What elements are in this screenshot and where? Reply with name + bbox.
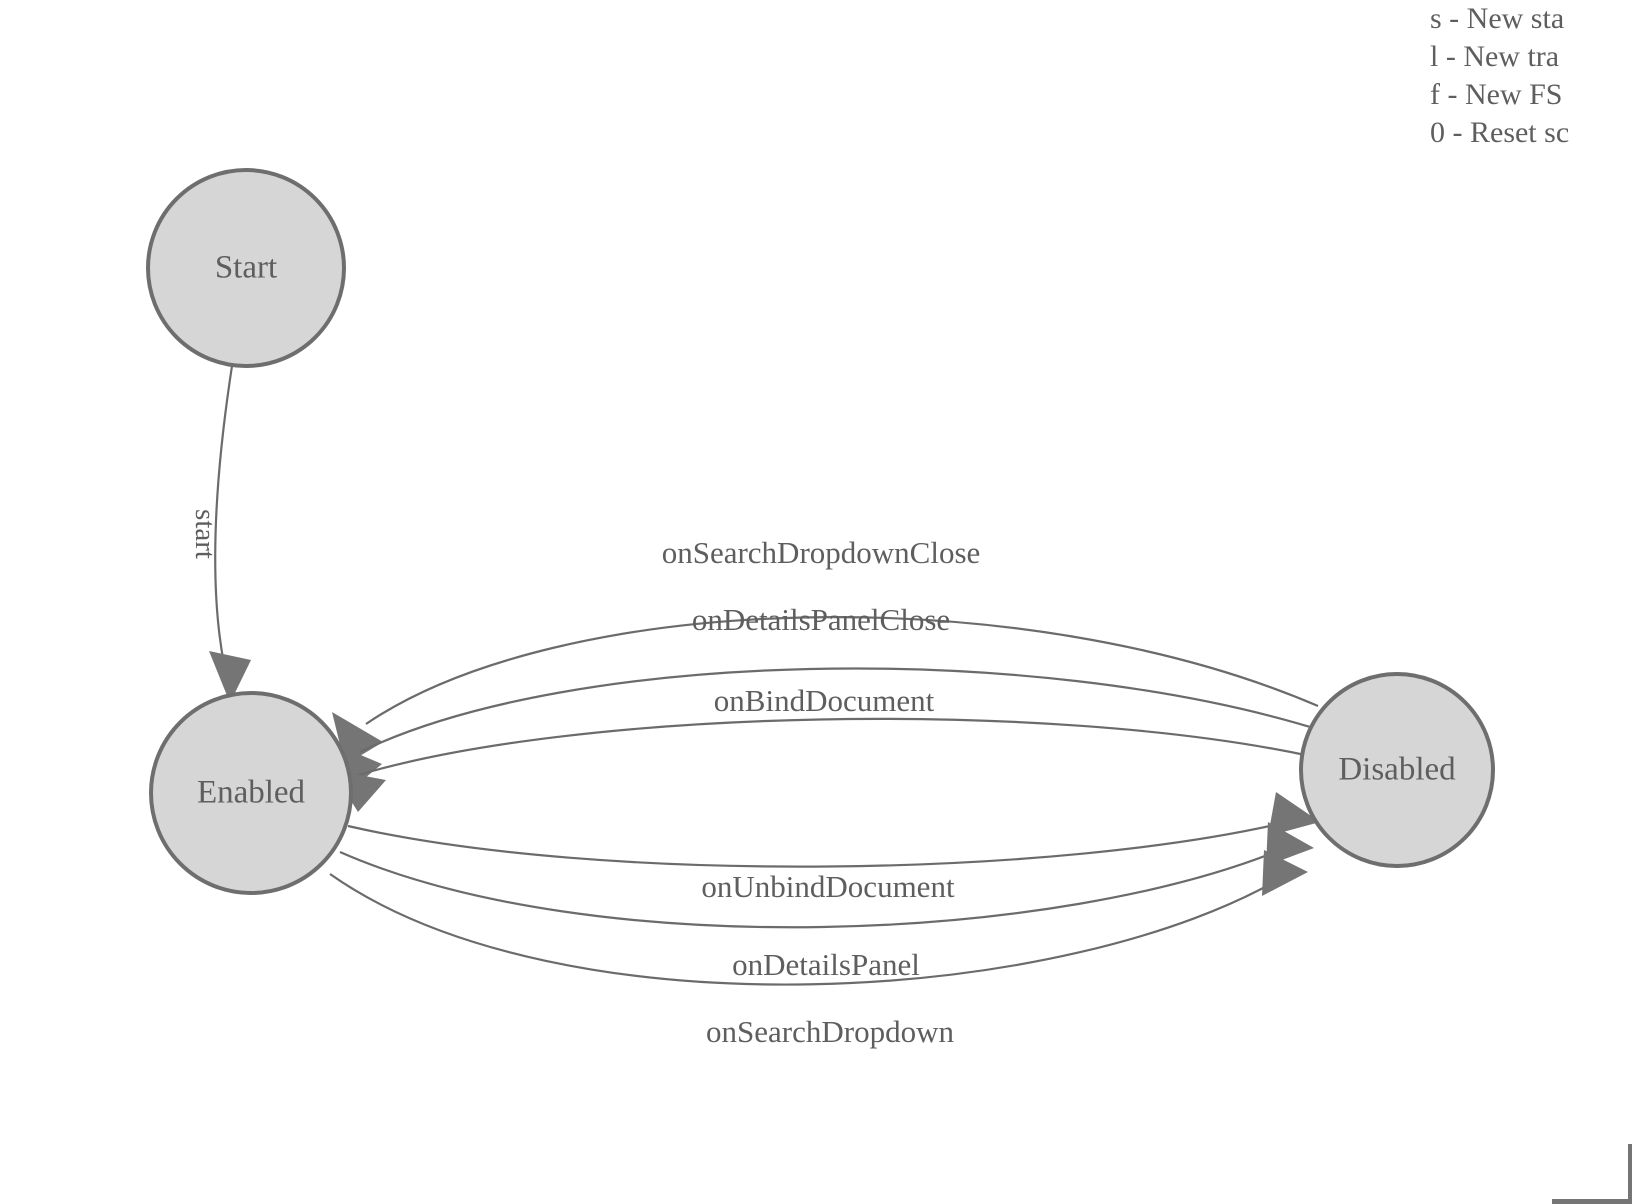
transition-on-search-dropdown[interactable]: onSearchDropdown (329, 850, 1308, 1049)
transition-on-details-panel[interactable]: onDetailsPanel (339, 822, 1314, 982)
edge-path-on-unbind-document (347, 818, 1297, 868)
edge-label-on-details-panel-close: onDetailsPanelClose (692, 602, 950, 637)
edge-path-on-details-panel-close (359, 667, 1321, 753)
state-node-disabled[interactable]: Disabled (1299, 672, 1495, 868)
legend-line-new-fsm: f - New FS (1430, 78, 1563, 111)
edge-path-on-search-dropdown-close (365, 616, 1319, 725)
edge-label-start: start (189, 509, 221, 559)
state-label-start: Start (215, 250, 277, 286)
transition-on-bind-document[interactable]: onBindDocument (332, 683, 1311, 812)
state-label-disabled: Disabled (1338, 752, 1456, 788)
transition-start[interactable]: start (189, 365, 251, 703)
legend-line-new-state: s - New sta (1430, 2, 1565, 35)
edge-path-on-search-dropdown (329, 873, 1289, 986)
edge-label-on-unbind-document: onUnbindDocument (701, 869, 955, 904)
arrowhead-on-search-dropdown (1262, 850, 1308, 896)
state-node-start[interactable]: Start (146, 168, 346, 368)
keyboard-shortcuts-legend: s - New sta l - New tra f - New FS 0 - R… (1430, 0, 1632, 152)
edge-path-on-bind-document (354, 717, 1311, 778)
edge-label-on-bind-document: onBindDocument (714, 683, 935, 718)
edge-label-on-search-dropdown-close: onSearchDropdownClose (662, 535, 981, 570)
edge-label-on-search-dropdown: onSearchDropdown (706, 1014, 954, 1049)
legend-line-new-transition: l - New tra (1430, 40, 1560, 73)
state-label-enabled: Enabled (197, 775, 306, 811)
edge-path-on-details-panel (339, 844, 1291, 929)
arrowhead-on-unbind-document (1268, 792, 1320, 836)
state-circle-enabled (149, 691, 353, 895)
state-node-enabled[interactable]: Enabled (149, 691, 353, 895)
state-circle-disabled (1299, 672, 1495, 868)
edge-path-start (214, 365, 234, 665)
transition-on-search-dropdown-close[interactable]: onSearchDropdownClose (332, 535, 1319, 765)
state-circle-start (146, 168, 346, 368)
transition-on-unbind-document[interactable]: onUnbindDocument (347, 792, 1320, 904)
edge-label-on-details-panel: onDetailsPanel (732, 947, 920, 982)
legend-line-reset: 0 - Reset sc (1430, 116, 1570, 149)
arrowhead-on-details-panel (1266, 822, 1314, 866)
arrowhead-start (209, 651, 251, 703)
